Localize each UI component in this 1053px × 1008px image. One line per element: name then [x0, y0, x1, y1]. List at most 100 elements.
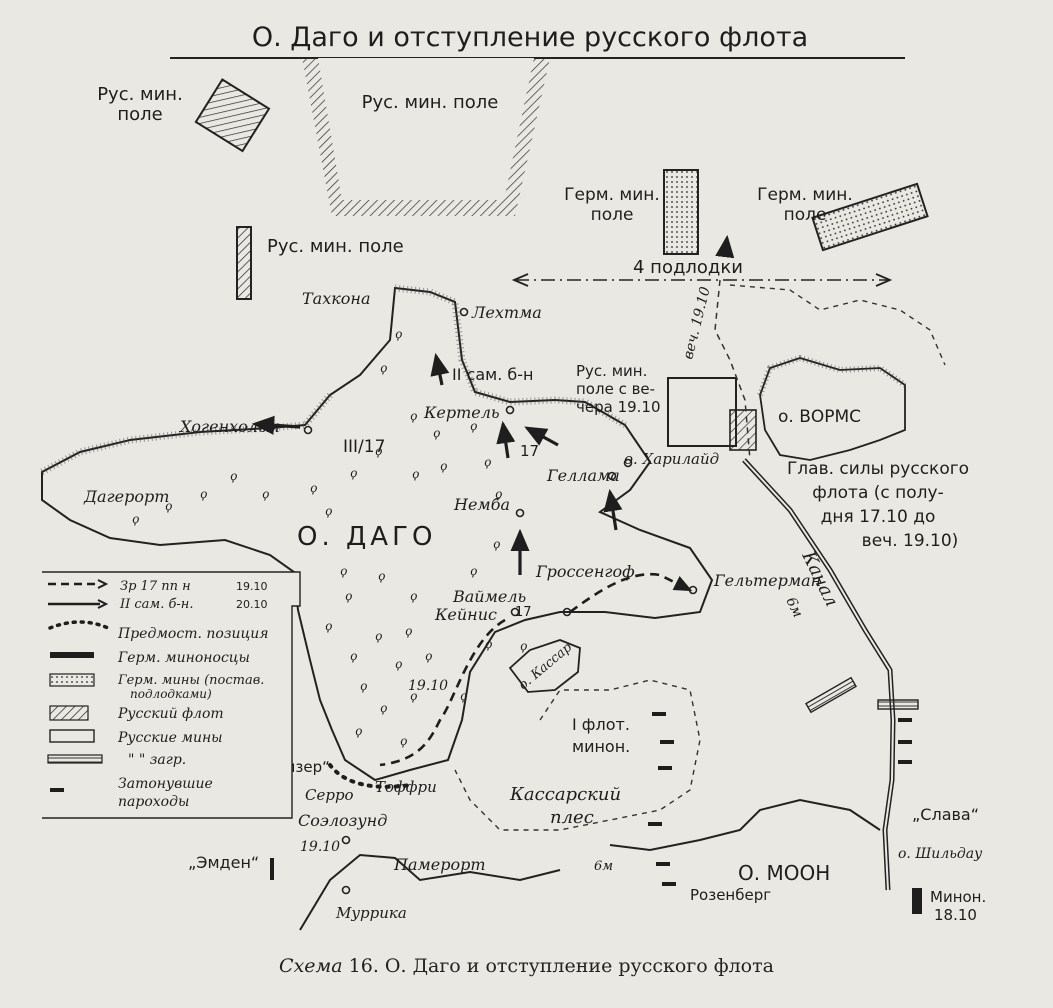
legend-item-rus-mines: Русские мины: [117, 730, 223, 746]
label-taxkona: Тахкона: [302, 289, 371, 308]
svg-text:о. ВОРМС: о. ВОРМС: [778, 407, 861, 427]
legend-item-germ-mines-2: подлодками): [130, 687, 212, 701]
map-title: О. Даго и отступление русского флота: [252, 22, 808, 53]
worms-bay-minefield: [667, 377, 737, 447]
label-emden: „Эмден“: [188, 853, 259, 872]
svg-text:ϙ: ϙ: [340, 564, 348, 578]
label-unit-ii: II сам. б-н: [452, 365, 533, 384]
svg-text:Рус. мин.: Рус. мин.: [97, 84, 183, 105]
ezel-coastline: [299, 853, 561, 931]
svg-text:ϙ: ϙ: [380, 361, 388, 375]
svg-text:Рус. мин. поле: Рус. мин. поле: [267, 236, 404, 257]
worms-island: о. ВОРМС: [757, 354, 907, 461]
label-murrika: Муррика: [335, 904, 407, 922]
legend-item-germ-mines: Герм. мины (постав.: [117, 673, 264, 688]
label-main-forces-2: флота (с полу-: [812, 483, 943, 503]
label-grossenhof: Гроссенгоф: [535, 562, 635, 581]
svg-text:ϙ: ϙ: [325, 504, 333, 518]
label-keinis: Кейнис: [434, 605, 497, 624]
fleet-route-north: [714, 279, 751, 461]
svg-text:Герм. мин.: Герм. мин.: [564, 185, 660, 205]
label-rozenberg: Розенберг: [690, 886, 771, 904]
label-kassar-ples: Кассарский: [509, 784, 621, 805]
label-rus-evening-1: Рус. мин.: [576, 362, 647, 380]
label-pamerort: Памерорт: [393, 855, 486, 874]
legend: Зр 17 пп н II сам. б-н. 19.10 20.10 Пред…: [42, 571, 301, 819]
bridgehead-arc: [328, 763, 412, 789]
legend-item-barrage: " " загр.: [128, 752, 186, 768]
svg-text:ϙ: ϙ: [230, 469, 238, 483]
dago-coastline: [41, 286, 714, 782]
rus-mine-barrage-2: [877, 699, 919, 710]
svg-text:ϙ: ϙ: [350, 466, 358, 480]
legend-line2: II сам. б-н.: [119, 597, 194, 612]
svg-text:плес: плес: [550, 807, 594, 828]
legend-item-sunk: Затонувшие: [118, 776, 213, 792]
svg-text:ϙ: ϙ: [200, 487, 208, 501]
label-17b: 17: [515, 605, 532, 620]
label-serro: Серро: [305, 786, 354, 804]
canal-channel: [743, 459, 895, 891]
rus-minefield-nw: Рус. мин. поле: [97, 78, 271, 153]
svg-text:ϙ: ϙ: [440, 459, 448, 473]
svg-text:минон.: минон.: [572, 737, 630, 756]
label-moon: О. МООН: [738, 861, 830, 885]
label-slava: „Слава“: [912, 805, 979, 824]
label-hellama: Геллама: [546, 466, 620, 485]
legend-item-germ-destroyers: Герм. миноносцы: [117, 650, 250, 666]
destroyer-symbol: [912, 888, 922, 914]
kassar-island: [508, 639, 581, 693]
label-rus-evening-2: поле с ве-: [576, 380, 655, 398]
svg-text:ϙ: ϙ: [395, 657, 403, 671]
svg-text:ϙ: ϙ: [405, 624, 413, 638]
dago-coast-shading-west: [40, 392, 333, 476]
label-flot-minon: I флот.: [572, 715, 630, 734]
svg-text:ϙ: ϙ: [433, 426, 441, 440]
svg-text:Герм. мин.: Герм. мин.: [757, 185, 853, 205]
germ-minefield-1: Герм. мин. поле: [564, 169, 699, 255]
retreat-route-south: [379, 618, 506, 767]
label-rus-evening-3: чера 19.10: [576, 398, 661, 416]
label-depth-6m: 6м: [594, 859, 613, 874]
svg-text:ϙ: ϙ: [375, 444, 383, 458]
svg-text:поле: поле: [117, 104, 162, 125]
svg-text:ϙ: ϙ: [132, 512, 140, 526]
label-dagerort: Дагерорт: [83, 487, 169, 506]
moon-coastline: [609, 798, 881, 852]
german-ships: [270, 712, 912, 886]
legend-item-bridgehead: Предмост. позиция: [117, 626, 269, 642]
label-harilaid: о. Харилайд: [624, 450, 719, 468]
svg-text:поле: поле: [591, 205, 634, 225]
svg-text:ϙ: ϙ: [350, 649, 358, 663]
shoal-line-ne: [729, 284, 946, 366]
label-hogenholm: Хогенхольм: [178, 417, 280, 436]
label-vech-1910: веч. 19.10: [680, 285, 713, 361]
svg-text:ϙ: ϙ: [493, 537, 501, 551]
svg-text:ϙ: ϙ: [380, 701, 388, 715]
svg-text:18.10: 18.10: [934, 906, 977, 924]
svg-text:поле: поле: [784, 205, 827, 225]
label-minon-1810: Минон.: [930, 888, 986, 906]
svg-text:ϙ: ϙ: [484, 455, 492, 469]
svg-text:ϙ: ϙ: [460, 689, 468, 703]
rus-minefield-left: Рус. мин. поле: [236, 226, 404, 300]
label-main-forces-1: Глав. силы русского: [787, 459, 969, 479]
label-heltermaa: Гельтерман: [713, 571, 821, 590]
label-main-forces-3: дня 17.10 до: [821, 507, 936, 527]
label-toffri: Тоффри: [375, 778, 437, 796]
canal-depth: 6м: [782, 595, 805, 620]
settlement-dots: [303, 307, 698, 895]
submarine-line: 4 подлодки: [511, 257, 893, 287]
svg-text:ϙ: ϙ: [400, 734, 408, 748]
label-main-forces-4: веч. 19.10): [862, 531, 959, 551]
svg-text:ϙ: ϙ: [345, 589, 353, 603]
legend-line1: Зр 17 пп н: [120, 579, 191, 594]
legend-item-sunk-2: пароходы: [118, 794, 189, 810]
label-unit-iii17: III/17: [343, 437, 385, 457]
rus-mine-barrage: [805, 676, 857, 714]
svg-text:ϙ: ϙ: [410, 589, 418, 603]
label-soelozund: Соэлозунд: [298, 811, 387, 830]
